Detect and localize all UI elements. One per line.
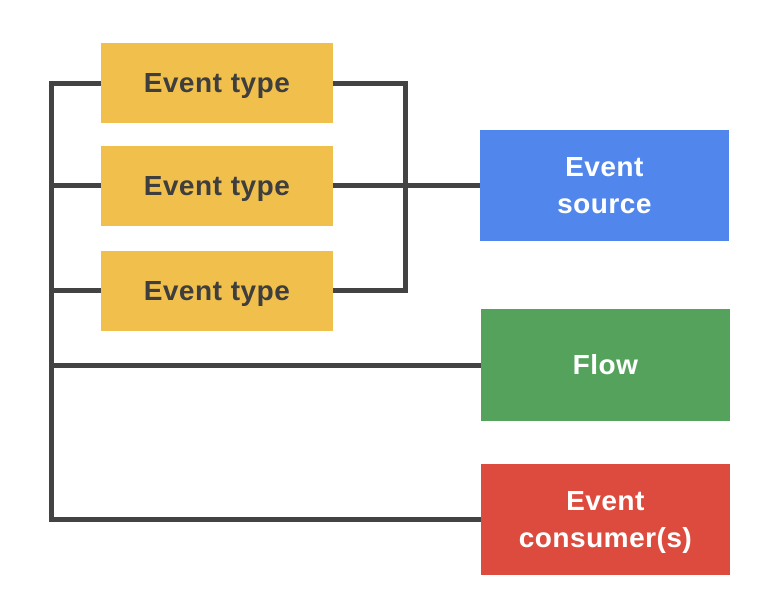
connector-flow-line [49,363,481,368]
node-event-type-3-label: Event type [143,274,291,306]
node-event-source: Event source [480,130,729,241]
connector-left-stub-event-type-3 [49,288,101,293]
node-event-type-2: Event type [101,146,333,226]
connector-left-stub-event-type-2 [49,183,101,188]
connector-left-vertical-bus [49,81,54,522]
node-flow-label: Flow [572,348,639,380]
node-event-source-label: Event source [557,150,652,219]
connector-left-stub-event-type-1 [49,81,101,86]
connector-right-stub-event-type-3 [333,288,408,293]
node-flow: Flow [481,309,730,421]
node-event-consumers-label: Event consumer(s) [518,484,693,553]
connector-event-source-line [333,183,480,188]
node-event-type-1: Event type [101,43,333,123]
node-event-type-2-label: Event type [143,169,291,201]
node-event-type-3: Event type [101,251,333,331]
node-event-consumers: Event consumer(s) [481,464,730,575]
connector-event-consumers-line [49,517,481,522]
node-event-type-1-label: Event type [143,66,291,98]
connector-right-stub-event-type-1 [333,81,408,86]
